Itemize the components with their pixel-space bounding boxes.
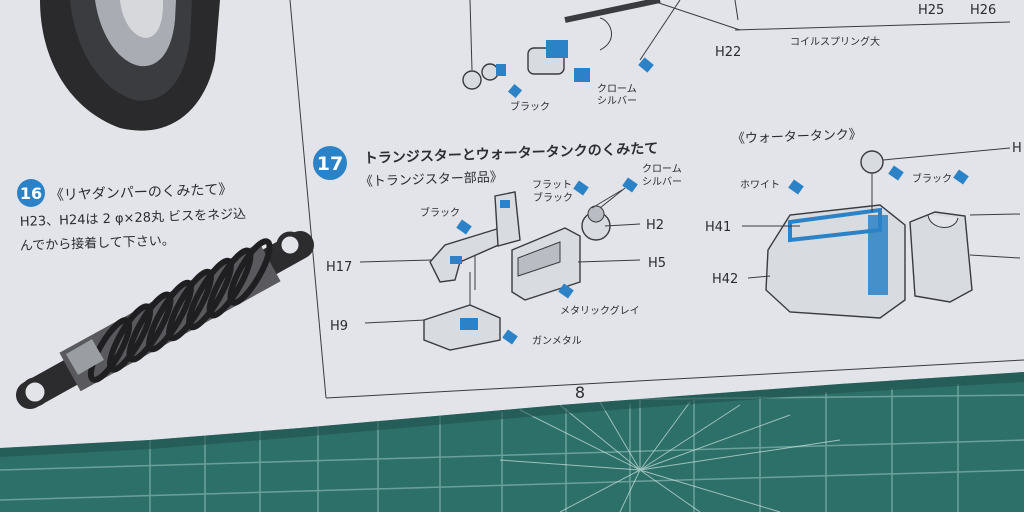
step-16-number: 16 (20, 184, 42, 203)
water-tank-title: 《ウォータータンク》 (732, 127, 862, 147)
label-black-2: ブラック (420, 206, 460, 219)
top-label-silver: シルバー (597, 95, 637, 107)
tank-label-h42: H42 (712, 272, 738, 287)
transistor-paint-markers (456, 177, 638, 345)
water-tank-illustration (765, 150, 973, 319)
label-flat-black: ブラック (533, 191, 573, 204)
tire-illustration (40, 0, 220, 131)
frame-inner (734, 0, 739, 21)
transistor-parts-illustration (423, 191, 611, 351)
tank-label-h41: H41 (705, 220, 731, 235)
step-17-badge (313, 146, 347, 180)
label-flat: フラット (532, 179, 572, 191)
top-label-h22: H22 (715, 45, 741, 60)
sheet-shadow (0, 372, 1024, 457)
rear-damper-illustration (16, 231, 314, 409)
top-label-h26: H26 (970, 3, 996, 18)
step-16-text-line2: んでから接着して下さい。 (20, 233, 175, 254)
top-label-chrome: クローム (597, 83, 637, 95)
step-16-badge (17, 179, 45, 207)
top-label-h25: H25 (918, 3, 944, 18)
tank-label-white: ホワイト (740, 179, 780, 191)
step-17-number: 17 (317, 153, 343, 175)
tank-label-black: ブラック (912, 172, 952, 185)
label-h9: H9 (330, 319, 348, 334)
transistor-leader-lines (359, 187, 641, 324)
label-chrome-2: クローム (642, 163, 682, 175)
frame-bottom (325, 359, 1024, 399)
label-h5: H5 (648, 256, 666, 271)
tank-label-h-right: H (1012, 141, 1022, 156)
label-metallic-gray: メタリックグレイ (560, 304, 640, 317)
tank-paint-markers (788, 165, 969, 195)
mat-radial-lines (499, 400, 841, 512)
label-h2: H2 (646, 218, 664, 233)
step-17-subtitle: 《トランジスター部品》 (360, 170, 503, 190)
top-label-coil-spring: コイルスプリング大 (790, 35, 880, 48)
step-16-title: 《リヤダンパーのくみたて》 (50, 182, 233, 204)
label-silver-2: シルバー (642, 176, 682, 188)
top-label-black: ブラック (510, 100, 550, 113)
tank-leader-lines (742, 147, 1021, 279)
page-number: 8 (575, 383, 585, 402)
top-parts-illustration (462, 0, 1011, 99)
mat-grid (0, 384, 1024, 512)
label-gunmetal: ガンメタル (532, 335, 582, 347)
frame-left (289, 0, 327, 399)
label-h17: H17 (326, 260, 352, 275)
